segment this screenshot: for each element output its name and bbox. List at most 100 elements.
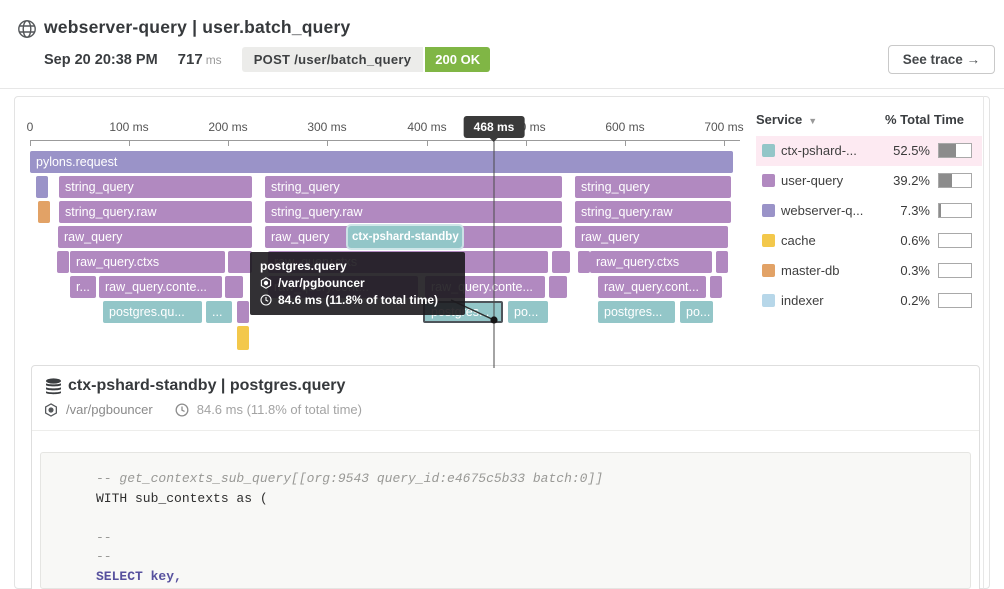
flame-span-sliver[interactable] xyxy=(555,276,567,298)
service-row-indexer[interactable]: indexer 0.2% xyxy=(756,286,982,316)
service-percent-bar xyxy=(938,173,972,188)
axis-tick xyxy=(427,140,428,146)
flame-span-pylons-request[interactable]: pylons.request xyxy=(30,151,733,173)
services-panel: Service▼ % Total Time ctx-pshard-... 52.5… xyxy=(756,112,982,316)
service-name: cache xyxy=(781,233,816,248)
axis-tick-label: 600 ms xyxy=(605,120,645,134)
service-color-swatch xyxy=(762,264,775,277)
service-name: master-db xyxy=(781,263,840,278)
tooltip-span-name: postgres.query xyxy=(260,259,347,273)
clock-icon xyxy=(175,403,189,417)
see-trace-button[interactable]: See trace → xyxy=(887,45,995,74)
axis-tick xyxy=(327,140,328,146)
flame-span-sliver[interactable] xyxy=(710,276,722,298)
service-percent: 0.2% xyxy=(900,293,930,308)
flame-span-sliver[interactable] xyxy=(578,251,590,273)
flame-span-ctx-pshard-standby[interactable]: ctx-pshard-standby xyxy=(348,226,462,248)
span-detail-title: ctx-pshard-standby | postgres.query xyxy=(68,377,346,394)
sql-line: -- xyxy=(96,549,112,564)
flame-span-sliver[interactable] xyxy=(57,251,69,273)
sql-query-block: -- get_contexts_sub_query[[org:9543 quer… xyxy=(40,452,971,589)
flame-span-po[interactable]: po... xyxy=(508,301,548,323)
service-percent-bar xyxy=(938,263,972,278)
tooltip-duration: 84.6 ms (11.8% of total time) xyxy=(278,293,439,307)
flame-span-raw-query-ctxs[interactable]: raw_query.ctxs xyxy=(590,251,712,273)
services-value-header[interactable]: % Total Time xyxy=(885,112,964,127)
sql-line: -- get_contexts_sub_query[[org:9543 quer… xyxy=(96,471,604,486)
flame-span-raw-query[interactable]: raw_query xyxy=(58,226,252,248)
axis-tick xyxy=(228,140,229,146)
axis-tick xyxy=(625,140,626,146)
service-percent: 0.3% xyxy=(900,263,930,278)
flame-span-raw-query[interactable]: raw_query xyxy=(575,226,728,248)
service-row-ctx-pshard-standby[interactable]: ctx-pshard-... 52.5% xyxy=(756,136,982,166)
span-resource: /var/pgbouncer xyxy=(66,402,153,417)
time-marker-badge[interactable]: 468 ms xyxy=(463,116,525,138)
flame-span-sliver[interactable] xyxy=(237,326,249,350)
flame-span-string-query[interactable]: string_query xyxy=(59,176,252,198)
flame-span-postgres-qu[interactable]: postgres.qu... xyxy=(103,301,202,323)
service-hexagon-icon xyxy=(44,402,58,417)
service-percent: 7.3% xyxy=(900,203,930,218)
flame-span-sliver[interactable] xyxy=(38,201,50,223)
flame-span-postgres[interactable]: postgres... xyxy=(598,301,675,323)
services-panel-border xyxy=(983,96,984,589)
service-name: webserver-q... xyxy=(781,203,864,218)
flame-span-string-query-raw[interactable]: string_query.raw xyxy=(575,201,731,223)
service-color-swatch xyxy=(762,174,775,187)
sql-line xyxy=(96,508,960,528)
flame-span-sliver[interactable] xyxy=(36,176,48,198)
flame-span-string-query[interactable]: string_query xyxy=(575,176,731,198)
axis-tick-label: 100 ms xyxy=(109,120,149,134)
service-row-cache[interactable]: cache 0.6% xyxy=(756,226,982,256)
flame-span-string-query-raw[interactable]: string_query.raw xyxy=(265,201,562,223)
axis-tick-label: 300 ms xyxy=(307,120,347,134)
service-percent: 39.2% xyxy=(893,173,930,188)
flame-span-r[interactable]: r... xyxy=(70,276,96,298)
axis-tick-label: 700 ms xyxy=(704,120,744,134)
detail-divider xyxy=(32,430,979,431)
flame-span-sliver[interactable] xyxy=(237,301,249,323)
flame-span-sliver[interactable] xyxy=(716,251,728,273)
flame-span-sliver[interactable] xyxy=(558,251,570,273)
flame-span-sliver[interactable] xyxy=(240,251,252,273)
services-sort-header[interactable]: Service▼ xyxy=(756,112,818,127)
span-tooltip: postgres.query /var/pgbouncer 84.6 ms (1… xyxy=(250,252,465,315)
sort-desc-icon: ▼ xyxy=(808,116,818,126)
services-header: Service▼ % Total Time xyxy=(756,112,982,136)
trace-timestamp: Sep 20 20:38 PM xyxy=(44,51,158,68)
axis-tick-label: 200 ms xyxy=(208,120,248,134)
service-color-swatch xyxy=(762,294,775,307)
flame-span-raw-query-conte[interactable]: raw_query.conte... xyxy=(99,276,222,298)
service-hexagon-icon xyxy=(260,277,272,289)
service-row-webserver-query[interactable]: webserver-q... 7.3% xyxy=(756,196,982,226)
flame-span-raw-query-ctxs[interactable]: raw_query.ctxs xyxy=(70,251,225,273)
flame-span-string-query[interactable]: string_query xyxy=(265,176,562,198)
service-name: ctx-pshard-... xyxy=(781,143,857,158)
span-detail-meta: /var/pgbouncer 84.6 ms (11.8% of total t… xyxy=(44,402,362,417)
service-color-swatch xyxy=(762,204,775,217)
timeline-ruler xyxy=(30,140,740,141)
service-percent: 52.5% xyxy=(893,143,930,158)
flame-span-sliver[interactable] xyxy=(231,276,243,298)
service-name: indexer xyxy=(781,293,824,308)
span-duration: 84.6 ms (11.8% of total time) xyxy=(196,402,362,417)
flame-span-po[interactable]: po... xyxy=(680,301,713,323)
globe-icon xyxy=(17,19,37,39)
service-row-master-db[interactable]: master-db 0.3% xyxy=(756,256,982,286)
service-color-swatch xyxy=(762,234,775,247)
axis-tick xyxy=(129,140,130,146)
flame-span-[interactable]: ... xyxy=(206,301,232,323)
axis-tick xyxy=(724,140,725,146)
request-method-path: POST /user/batch_query xyxy=(241,47,424,72)
service-percent: 0.6% xyxy=(900,233,930,248)
tooltip-resource: /var/pgbouncer xyxy=(278,276,365,290)
service-percent-bar xyxy=(938,233,972,248)
request-group: POST /user/batch_query 200 OK xyxy=(241,47,491,72)
flame-span-string-query-raw[interactable]: string_query.raw xyxy=(59,201,252,223)
header-divider xyxy=(0,88,1004,89)
flame-span-raw-query-cont[interactable]: raw_query.cont... xyxy=(598,276,706,298)
